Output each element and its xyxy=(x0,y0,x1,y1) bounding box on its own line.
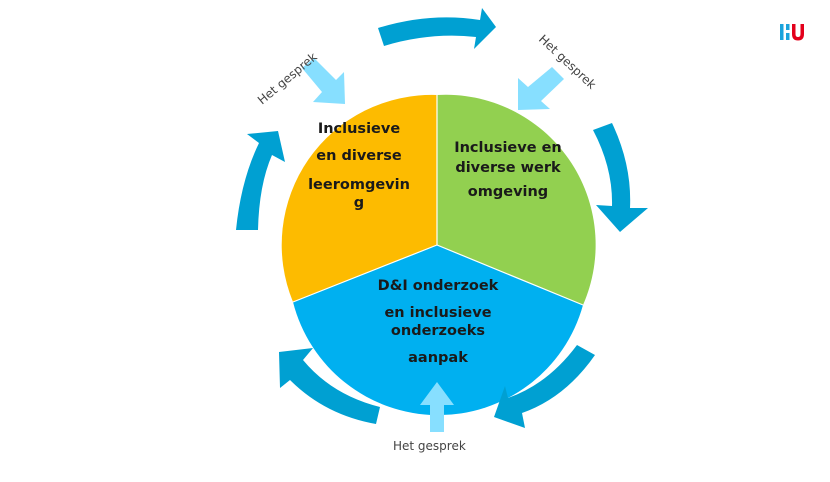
segment-label-line: omgeving xyxy=(468,184,548,200)
segment-label-line: g xyxy=(354,195,364,211)
segment-label-line: en inclusieve xyxy=(384,305,491,321)
segment-research xyxy=(293,245,583,416)
logo-text: HU xyxy=(780,22,782,23)
segment-label-line: Inclusieve en xyxy=(454,140,562,156)
segment-label-line: diverse werk xyxy=(455,160,561,176)
segment-label-line: D&I onderzoek xyxy=(378,278,499,294)
cycle-arrow-right xyxy=(593,123,648,232)
segment-work xyxy=(437,94,596,305)
talk-label-top-left: Het gesprek xyxy=(255,50,320,108)
cycle-arrow-bottom-right xyxy=(494,345,595,428)
segment-label-line: onderzoeks xyxy=(391,323,485,339)
talk-arrow-top-left xyxy=(302,58,345,104)
segment-learning xyxy=(281,94,437,302)
segment-label-research: D&I onderzoek en inclusieve onderzoeks aanp… xyxy=(378,278,499,366)
segment-divider xyxy=(436,244,584,306)
cycle-arrow-top xyxy=(378,8,496,49)
segment-divider xyxy=(292,244,438,303)
segment-label-work: Inclusieve en diverse werk omgeving xyxy=(454,140,562,200)
segment-label-line: aanpak xyxy=(408,350,468,366)
cycle-arrow-bottom-left xyxy=(279,348,380,424)
hu-logo-icon: HU xyxy=(780,22,804,41)
talk-label-bottom: Het gesprek xyxy=(393,439,466,453)
talk-arrow-bottom xyxy=(420,382,454,432)
segment-label-learning: Inclusieve en diverse leeromgevin g xyxy=(308,121,410,211)
talk-arrow-top-right xyxy=(518,67,564,110)
cycle-arrow-left xyxy=(236,131,285,230)
segment-label-line: en diverse xyxy=(316,148,402,164)
segment-label-line: Inclusieve xyxy=(318,121,400,137)
segment-label-line: leeromgevin xyxy=(308,177,410,193)
